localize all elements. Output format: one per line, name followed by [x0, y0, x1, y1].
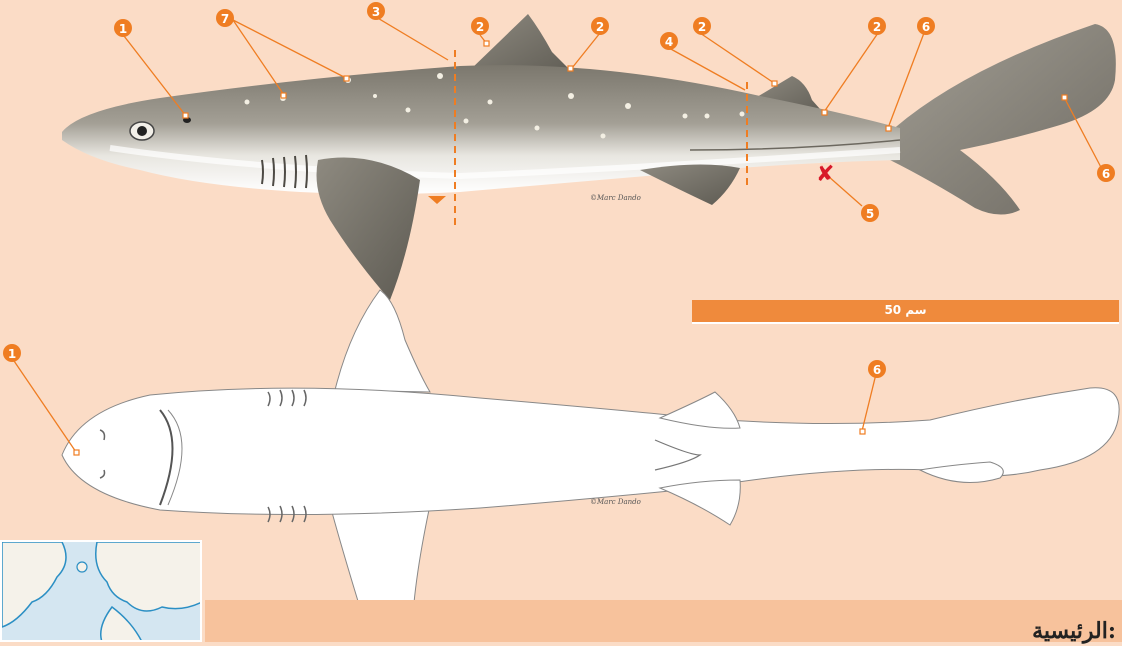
ventral-view-shark: ©Marc Dando — [62, 290, 1119, 640]
pectoral-fin — [317, 158, 421, 301]
callout-3: 3 — [367, 2, 385, 20]
callout-6-tail: 6 — [1097, 164, 1115, 182]
svg-text:4: 4 — [665, 35, 673, 49]
svg-text:2: 2 — [698, 20, 706, 34]
callout-1-bottom: 1 — [3, 344, 21, 362]
svg-text:1: 1 — [119, 22, 127, 36]
pelvic-fin — [640, 164, 740, 205]
cross-marker: ✘ — [816, 162, 834, 187]
callout-7: 7 — [216, 9, 234, 27]
distribution-map — [0, 540, 202, 642]
callout-2-b: 2 — [591, 17, 609, 35]
callout-4: 4 — [660, 32, 678, 50]
credit-text-lateral: ©Marc Dando — [590, 194, 641, 202]
callout-2-c: 2 — [693, 17, 711, 35]
svg-text:6: 6 — [1102, 167, 1110, 181]
svg-text:6: 6 — [922, 20, 930, 34]
scale-bar-label: 50 سم — [692, 303, 1119, 317]
svg-text:5: 5 — [866, 207, 874, 221]
callout-1-top: 1 — [114, 19, 132, 37]
caudal-fin — [890, 24, 1116, 215]
svg-text:2: 2 — [476, 20, 484, 34]
scale-unit: سم — [905, 303, 926, 317]
world-map-icon — [2, 542, 202, 642]
callout-2-d: 2 — [868, 17, 886, 35]
svg-text:2: 2 — [873, 20, 881, 34]
svg-text:2: 2 — [596, 20, 604, 34]
svg-text:7: 7 — [221, 12, 229, 26]
scale-value: 50 — [884, 303, 901, 317]
lateral-view-shark: ©Marc Dando — [62, 14, 1116, 300]
callout-5: 5 — [861, 204, 879, 222]
key-bar: الرئيسية: — [205, 600, 1122, 642]
svg-text:1: 1 — [8, 347, 16, 361]
key-title: الرئيسية: — [1032, 618, 1116, 644]
svg-text:3: 3 — [372, 5, 380, 19]
scale-bar: 50 سم — [692, 300, 1119, 324]
credit-text-ventral: ©Marc Dando — [590, 498, 641, 506]
svg-text:6: 6 — [873, 363, 881, 377]
callout-6-bottom: 6 — [868, 360, 886, 378]
callout-2-a: 2 — [471, 17, 489, 35]
callout-6-top: 6 — [917, 17, 935, 35]
